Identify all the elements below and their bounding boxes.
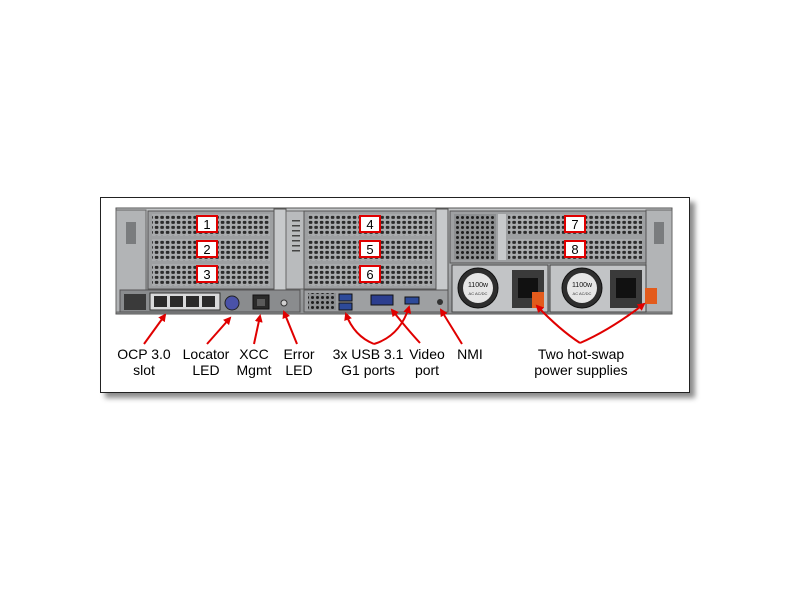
psu2-watt: 1100w: [572, 282, 593, 289]
slot-number-8: 8: [571, 242, 578, 257]
callout-psu-line2: power supplies: [534, 362, 628, 378]
callout-ocp-slot: OCP 3.0 slot: [114, 346, 174, 378]
callout-video-port: Video port: [405, 346, 449, 378]
arrow-nmi: [439, 308, 463, 345]
arrow-psu-1: [535, 304, 581, 344]
arrow-video: [390, 308, 421, 344]
slot-label-2: 2: [196, 240, 218, 258]
callout-video-line1: Video: [409, 346, 445, 362]
arrow-xcc: [253, 314, 263, 345]
callout-xcc-line2: Mgmt: [236, 362, 272, 378]
slot-number-5: 5: [366, 242, 373, 257]
callout-usb-line2: G1 ports: [341, 362, 395, 378]
psu1-sub: AC AC/DC: [469, 291, 488, 296]
arrow-ocp: [143, 313, 167, 345]
callout-video-line2: port: [414, 362, 440, 378]
callout-locator-line1: Locator: [182, 346, 230, 362]
slot-label-1: 1: [196, 215, 218, 233]
callout-usb-ports: 3x USB 3.1 G1 ports: [328, 346, 408, 378]
psu2-sub: AC AC/DC: [573, 291, 592, 296]
callout-error-line2: LED: [285, 362, 313, 378]
slot-number-7: 7: [571, 217, 578, 232]
slot-number-6: 6: [366, 267, 373, 282]
callout-locator-led: Locator LED: [178, 346, 234, 378]
slot-number-4: 4: [366, 217, 373, 232]
callout-xcc-line1: XCC: [239, 346, 269, 362]
arrow-psu-2: [579, 302, 646, 344]
callout-xcc-mgmt: XCC Mgmt: [232, 346, 276, 378]
slot-label-7: 7: [564, 215, 586, 233]
callout-ocp-line1: OCP 3.0: [117, 346, 171, 362]
callout-nmi-line1: NMI: [457, 346, 483, 362]
callout-ocp-line2: slot: [133, 362, 155, 378]
arrow-locator: [206, 316, 232, 345]
slot-label-3: 3: [196, 265, 218, 283]
arrow-usb-2: [373, 305, 412, 345]
callout-nmi: NMI: [452, 346, 488, 362]
slot-number-1: 1: [203, 217, 210, 232]
arrow-error: [282, 310, 298, 345]
slot-label-6: 6: [359, 265, 381, 283]
slot-number-2: 2: [203, 242, 210, 257]
arrow-usb-1: [344, 312, 375, 345]
callout-error-line1: Error: [283, 346, 315, 362]
slot-label-4: 4: [359, 215, 381, 233]
slot-label-8: 8: [564, 240, 586, 258]
callout-psu-line1: Two hot-swap: [537, 346, 625, 362]
slot-label-5: 5: [359, 240, 381, 258]
callout-arrows: [143, 302, 646, 345]
callout-locator-line2: LED: [192, 362, 220, 378]
callout-error-led: Error LED: [279, 346, 319, 378]
callout-usb-line1: 3x USB 3.1: [332, 346, 404, 362]
psu1-watt: 1100w: [468, 282, 489, 289]
callout-power-supplies: Two hot-swap power supplies: [526, 346, 636, 378]
slot-number-3: 3: [203, 267, 210, 282]
